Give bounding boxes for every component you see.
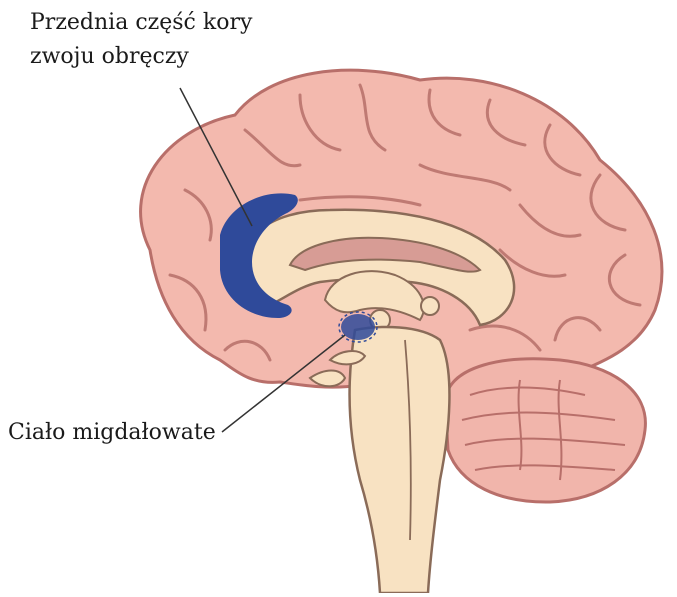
pineal-region xyxy=(421,297,439,315)
amygdala-label: Ciało migdałowate xyxy=(8,416,216,450)
amygdala-highlight xyxy=(341,314,375,340)
brainstem xyxy=(350,327,450,593)
anterior-cingulate-label-line1: Przednia część kory xyxy=(30,6,252,40)
anterior-cingulate-label: Przednia część kory zwoju obręczy xyxy=(30,6,252,74)
anterior-cingulate-label-line2: zwoju obręczy xyxy=(30,40,252,74)
cerebellum xyxy=(445,359,645,502)
